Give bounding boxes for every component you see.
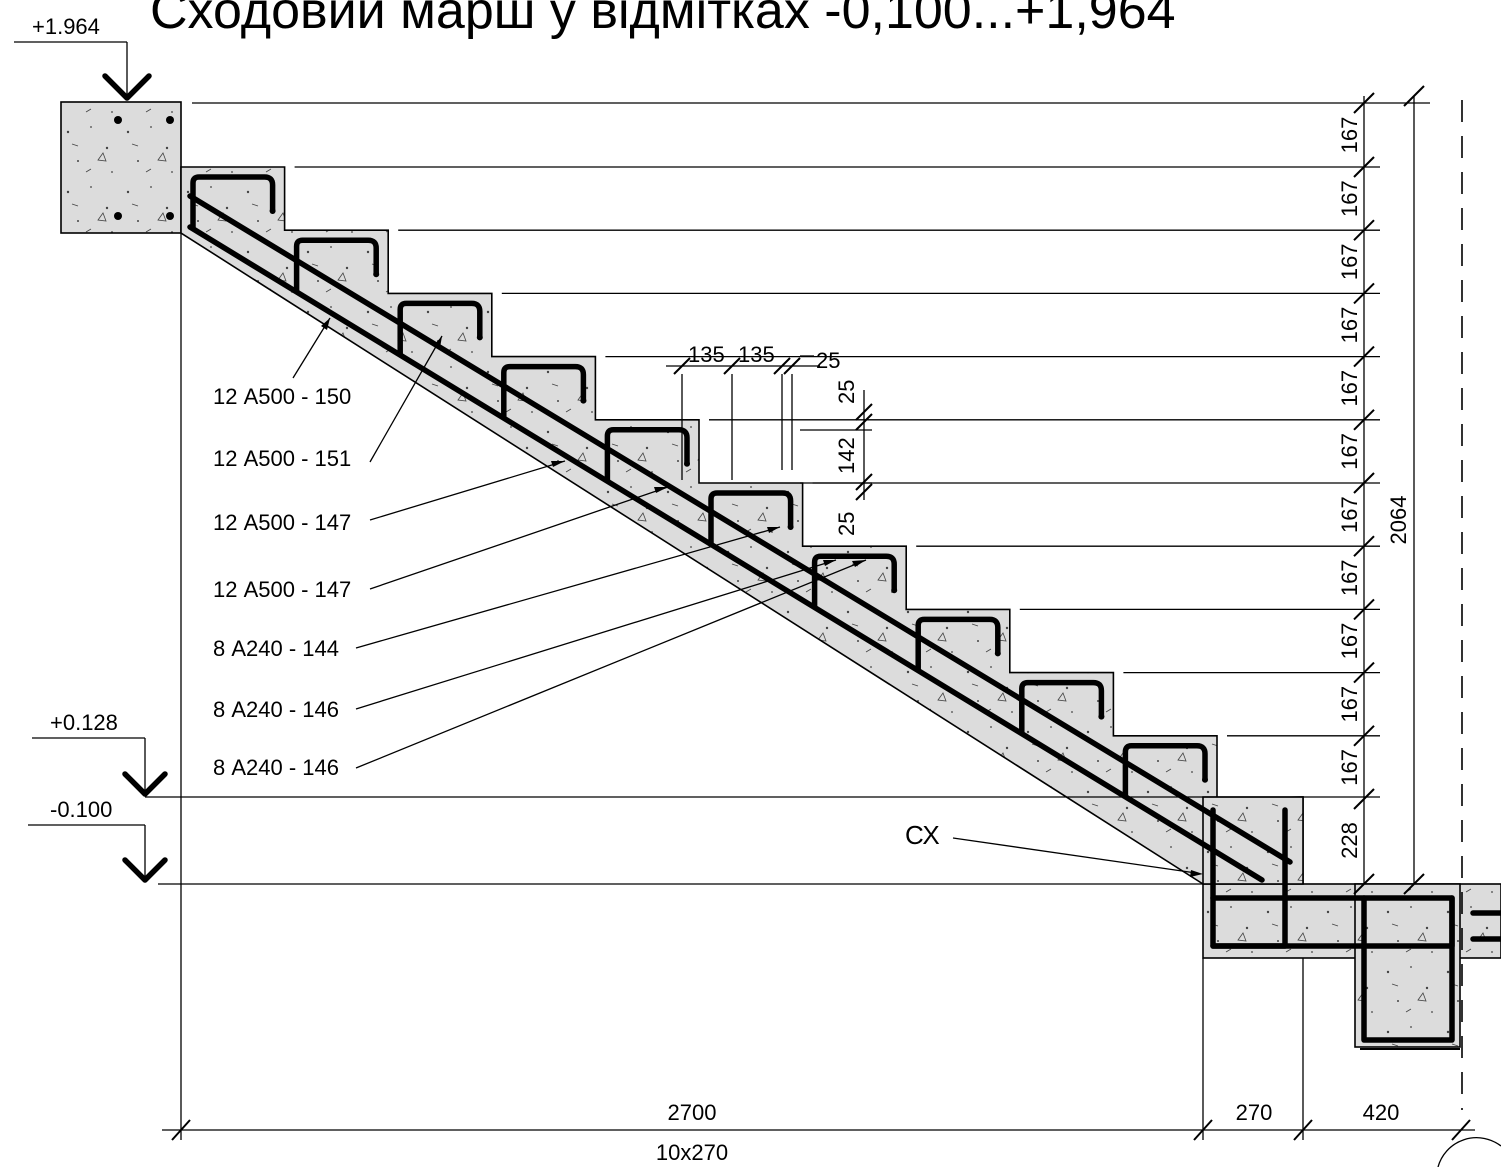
- bottom-rebar-upper: [187, 193, 1293, 865]
- level-mid-label: +0.128: [50, 710, 118, 735]
- rebar-callouts: 12 А500 - 150 12 А500 - 151 12 А500 - 14…: [213, 317, 867, 780]
- rebar-dot: [994, 650, 1001, 657]
- total-height-label: 2064: [1386, 496, 1411, 545]
- dimension-tick: [1353, 788, 1375, 810]
- rebar-dot: [269, 208, 276, 214]
- step-hook-rebar: [1122, 743, 1208, 799]
- riser-dimension-label: 167: [1337, 686, 1362, 723]
- step-hook-rebar: [1019, 679, 1105, 736]
- bottom-dimensions: 2700 10x270 270 420: [162, 233, 1501, 1167]
- level-mark-top: +1.964: [14, 14, 152, 101]
- dimension-tick: [1353, 873, 1375, 895]
- cover-low: 25: [834, 512, 859, 536]
- step-hook-rebar: [397, 300, 483, 357]
- tread-b: 135: [738, 342, 775, 367]
- riser-dimension-label: 167: [1337, 243, 1362, 280]
- rebar-dot: [787, 524, 794, 530]
- cover-top: 25: [816, 348, 840, 373]
- bottom-landing: [1202, 796, 1501, 1050]
- run-length: 2700: [668, 1100, 717, 1125]
- callout-1: 12 А500 - 150: [213, 384, 351, 409]
- tread-a: 135: [688, 342, 725, 367]
- bottom-rebar-lower: [187, 224, 1265, 883]
- detail-height: 142: [834, 437, 859, 474]
- cx-label: СХ: [905, 820, 940, 850]
- riser-dimension-label: 167: [1337, 117, 1362, 154]
- riser-dimension-label: 167: [1337, 749, 1362, 786]
- rebar-dot: [476, 334, 483, 341]
- upper-beam: [60, 101, 182, 234]
- riser-dimension-label: 167: [1337, 433, 1362, 470]
- rebar-dot: [1098, 713, 1105, 720]
- callout-5: 8 А240 - 144: [213, 636, 339, 661]
- step-hook-rebar: [915, 616, 1001, 673]
- stair-rebar: [187, 174, 1293, 883]
- rebar-dot: [373, 271, 380, 278]
- step-hook-rebar: [501, 363, 587, 420]
- step-hook-rebar: [190, 174, 276, 230]
- drawing-title: Сходовий марш у відмітках -0,100...+1,96…: [150, 0, 1176, 40]
- callout-3: 12 А500 - 147: [213, 510, 351, 535]
- riser-dimension-chain: 167 167 167 167 167 167 167 167 167 167 167 228: [1337, 92, 1375, 895]
- total-height-dimension: 2064: [1386, 85, 1425, 895]
- riser-dimension-label: 167: [1337, 559, 1362, 596]
- riser-dimension-label: 167: [1337, 180, 1362, 217]
- riser-dimension-label: 167: [1337, 370, 1362, 407]
- rebar-dot: [684, 460, 690, 467]
- callout-7: 8 А240 - 146: [213, 755, 339, 780]
- cx-callout: СХ: [905, 820, 1203, 877]
- level-mark-bottom: -0.100: [28, 797, 168, 883]
- bottom-riser-label: 228: [1337, 822, 1362, 859]
- level-extension-lines: [192, 102, 1430, 737]
- callout-2: 12 А500 - 151: [213, 446, 351, 471]
- run-formula: 10x270: [656, 1140, 728, 1165]
- step-hook-rebar: [811, 553, 897, 609]
- rebar-dot: [580, 397, 587, 404]
- cover-side: 25: [834, 380, 859, 404]
- step-hook-rebar: [293, 237, 379, 293]
- step-hook-rebar: [708, 490, 794, 546]
- detail-dimensions: 135 135 25 25 142 25: [666, 342, 873, 536]
- callout-4: 12 А500 - 147: [213, 577, 351, 602]
- riser-dimension-label: 167: [1337, 623, 1362, 660]
- level-bottom-label: -0.100: [50, 797, 112, 822]
- landing-length: 270: [1236, 1100, 1273, 1125]
- rebar-dot: [1202, 776, 1208, 783]
- rebar-dot: [891, 587, 898, 594]
- riser-dimension-label: 167: [1337, 496, 1362, 533]
- callout-6: 8 А240 - 146: [213, 697, 339, 722]
- step-hook-rebar: [604, 427, 690, 483]
- beam-length: 420: [1363, 1100, 1400, 1125]
- level-top-label: +1.964: [32, 14, 100, 39]
- riser-dimension-label: 167: [1337, 307, 1362, 344]
- level-mark-mid: +0.128: [32, 710, 168, 797]
